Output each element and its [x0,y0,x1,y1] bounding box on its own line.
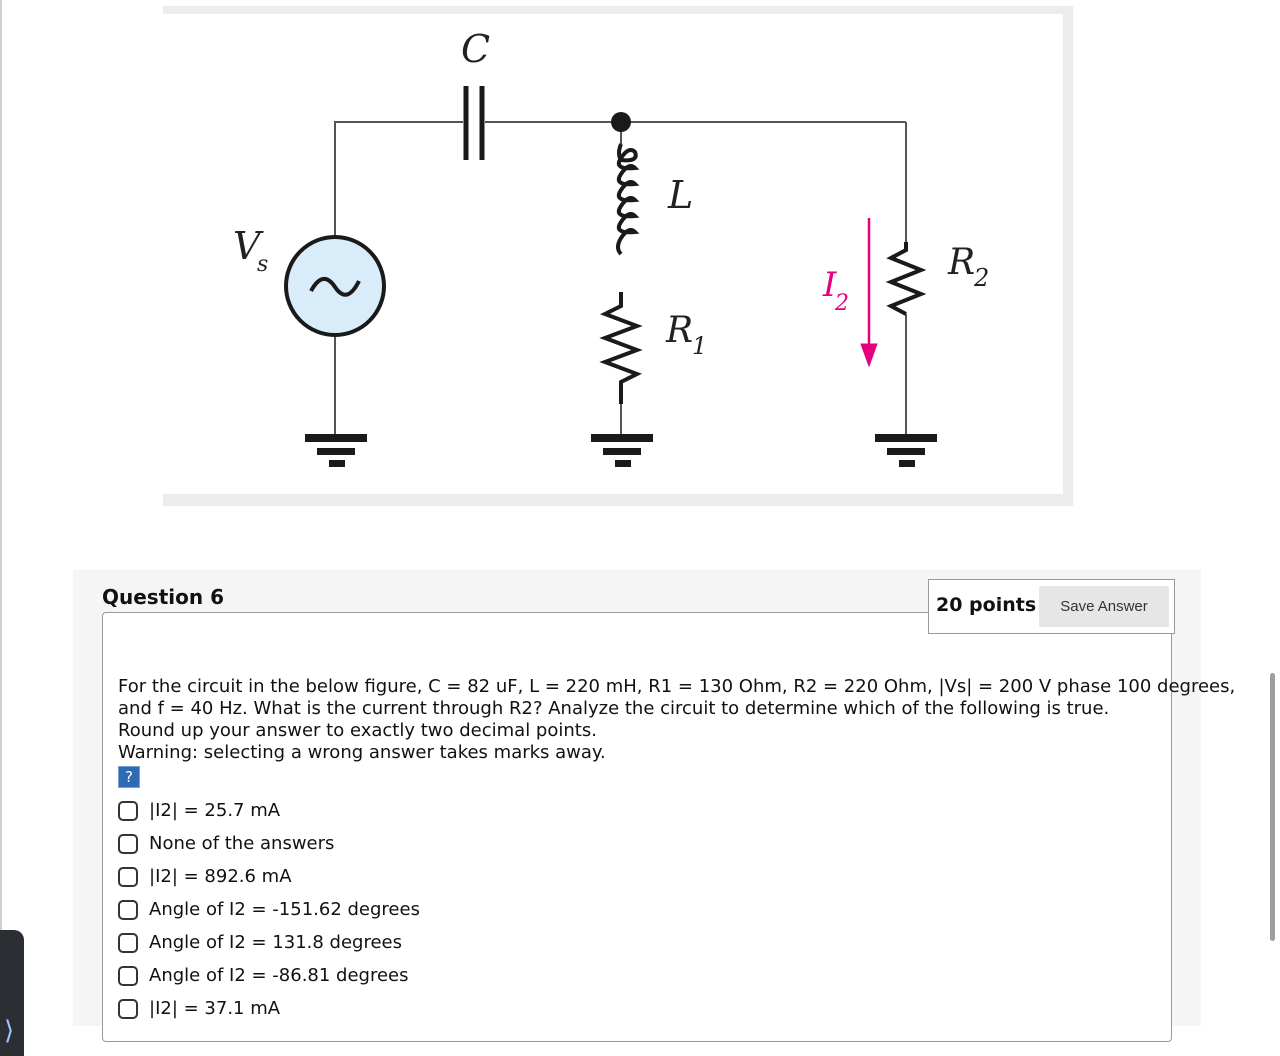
question-content-box [102,612,1172,1042]
label-vs: V [233,224,264,268]
ground-symbols [305,434,937,467]
label-l: L [667,173,693,217]
label-i2-sub: 2 [834,291,849,316]
save-answer-button[interactable]: Save Answer [1039,586,1169,627]
answer-label: None of the answers [149,833,335,854]
label-c: C [461,27,490,71]
question-text-line: For the circuit in the below figure, C =… [118,676,1236,697]
answer-option[interactable]: Angle of I2 = -86.81 degrees [118,959,420,992]
source-sine-glyph [309,277,361,297]
circuit-figure: C L R 1 R 2 V s I 2 [163,6,1073,506]
answer-option[interactable]: None of the answers [118,827,420,860]
label-r1-sub: 1 [692,332,707,360]
points-value: 20 points [936,594,1037,616]
answer-label: Angle of I2 = 131.8 degrees [149,932,403,953]
capacitor-symbol [463,86,485,160]
answer-label: |I2| = 25.7 mA [149,800,281,821]
answer-checkbox[interactable] [118,833,138,854]
answer-checkbox[interactable] [118,965,138,986]
answer-option[interactable]: |I2| = 25.7 mA [118,794,420,827]
label-r2: R [947,242,975,283]
answer-checkbox[interactable] [118,899,138,920]
junction-node [611,112,631,132]
question-text: For the circuit in the below figure, C =… [118,676,1236,764]
circuit-figure-canvas: C L R 1 R 2 V s I 2 [163,14,1063,494]
scrollbar-thumb[interactable] [1270,673,1275,941]
answer-label: Angle of I2 = -151.62 degrees [149,899,420,920]
label-i2: I [822,265,837,305]
page-left-border [0,0,2,1056]
help-icon[interactable]: ? [118,766,140,788]
question-text-line: Warning: selecting a wrong answer takes … [118,742,606,763]
answer-checkbox[interactable] [118,866,138,887]
answer-checkbox[interactable] [118,998,138,1019]
question-text-line: and f = 40 Hz. What is the current throu… [118,698,1110,719]
answer-option[interactable]: |I2| = 37.1 mA [118,992,420,1025]
answer-option[interactable]: Angle of I2 = -151.62 degrees [118,893,420,926]
answer-label: |I2| = 892.6 mA [149,866,292,887]
question-title: Question 6 [102,585,224,609]
current-arrow [860,218,878,368]
label-r2-sub: 2 [973,264,989,292]
answer-checkbox[interactable] [118,932,138,953]
question-text-line: Round up your answer to exactly two deci… [118,720,597,741]
answer-option[interactable]: |I2| = 892.6 mA [118,860,420,893]
circuit-diagram: C L R 1 R 2 V s I 2 [233,27,989,467]
resistor-r1-symbol [599,292,643,404]
label-r1: R [665,310,693,351]
inductor-symbol [616,143,640,256]
side-panel-tab[interactable]: ⟩ [0,930,24,1056]
answer-list: |I2| = 25.7 mA None of the answers |I2| … [118,794,420,1025]
answer-checkbox[interactable] [118,800,138,821]
points-box: 20 points Save Answer [928,579,1175,634]
resistor-r2-symbol [885,242,927,316]
answer-option[interactable]: Angle of I2 = 131.8 degrees [118,926,420,959]
chevron-right-icon: ⟩ [4,1016,15,1046]
answer-label: |I2| = 37.1 mA [149,998,281,1019]
label-vs-sub: s [257,252,268,277]
answer-label: Angle of I2 = -86.81 degrees [149,965,409,986]
